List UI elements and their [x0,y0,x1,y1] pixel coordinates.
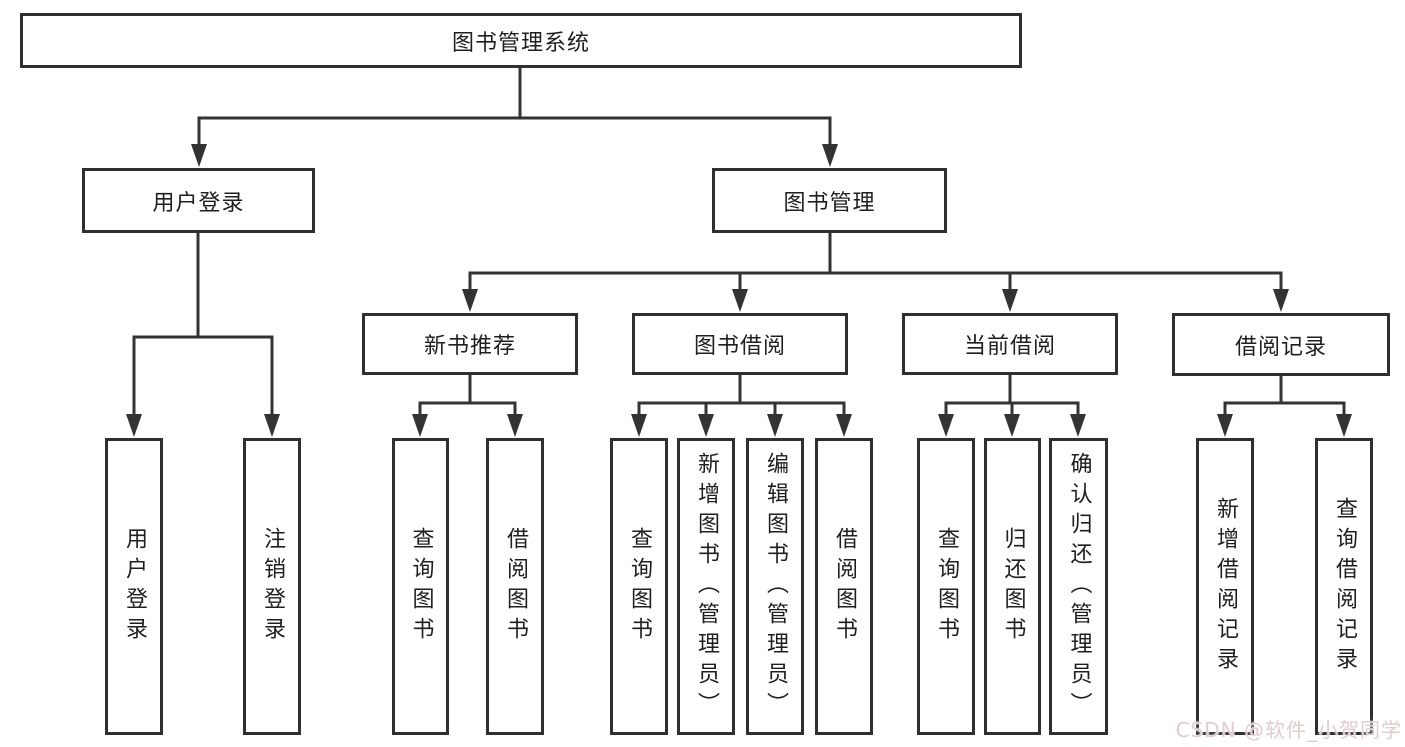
box-leaf-add-books-admin-label: 新增图书（管理员） [694,451,719,722]
box-leaf-query-books-recommend-label: 查询图书 [408,526,434,647]
box-new-book-recommend-label: 新书推荐 [423,334,516,359]
box-leaf-borrow-books: 借阅图书 [815,438,873,735]
box-leaf-query-books-borrow: 查询图书 [610,438,668,735]
box-leaf-confirm-return-admin: 确认归还（管理员） [1049,438,1108,735]
box-borrow-records-label: 借阅记录 [1234,334,1327,360]
box-book-borrow-label: 图书借阅 [693,334,786,359]
box-leaf-query-books-recommend: 查询图书 [392,438,449,735]
box-leaf-user-login-label: 用户登录 [122,526,147,647]
box-leaf-logout: 注销登录 [243,438,301,735]
box-current-borrow: 当前借阅 [902,313,1118,375]
box-leaf-edit-books-admin: 编辑图书（管理员） [746,438,804,735]
box-library-system: 图书管理系统 [20,13,1022,68]
box-leaf-query-books-borrow-label: 查询图书 [627,526,652,647]
box-leaf-query-books-current: 查询图书 [917,438,975,735]
box-leaf-confirm-return-admin-label: 确认归还（管理员） [1066,451,1092,722]
box-user-login-label: 用户登录 [152,190,245,216]
box-leaf-borrow-books-recommend-label: 借阅图书 [503,526,528,647]
box-user-login: 用户登录 [82,168,315,233]
box-leaf-user-login: 用户登录 [105,438,163,735]
box-book-management-label: 图书管理 [783,190,876,216]
box-leaf-borrow-books-label: 借阅图书 [832,526,857,647]
box-leaf-return-books: 归还图书 [984,438,1041,735]
box-leaf-edit-books-admin-label: 编辑图书（管理员） [763,451,788,722]
box-leaf-query-borrow-record: 查询借阅记录 [1315,438,1373,735]
box-leaf-query-books-current-label: 查询图书 [934,526,959,647]
box-book-management: 图书管理 [712,168,947,233]
box-leaf-logout-label: 注销登录 [260,526,285,647]
box-new-book-recommend: 新书推荐 [362,313,578,375]
box-leaf-return-books-label: 归还图书 [1000,526,1026,647]
box-book-borrow: 图书借阅 [632,313,848,375]
box-library-system-label: 图书管理系统 [451,30,590,56]
box-current-borrow-label: 当前借阅 [963,334,1056,359]
box-leaf-query-borrow-record-label: 查询借阅记录 [1332,496,1357,677]
box-leaf-add-borrow-record: 新增借阅记录 [1196,438,1254,735]
box-borrow-records: 借阅记录 [1172,313,1390,376]
box-leaf-borrow-books-recommend: 借阅图书 [486,438,544,735]
box-leaf-add-borrow-record-label: 新增借阅记录 [1213,496,1238,677]
box-leaf-add-books-admin: 新增图书（管理员） [677,438,735,735]
watermark-text: CSDN @软件_小贺同学 [1175,718,1402,742]
